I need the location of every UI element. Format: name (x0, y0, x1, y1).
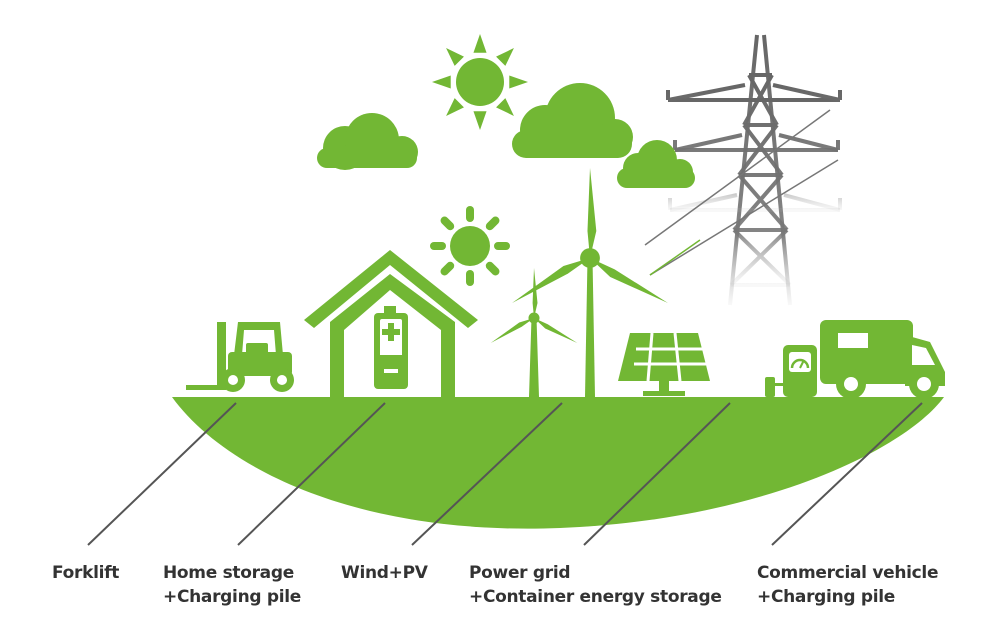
leader-line-vehicle (771, 402, 923, 546)
label-forklift: Forklift (52, 561, 119, 585)
label-home-line1: Home storage (163, 563, 294, 583)
label-wind-line1: Wind+PV (341, 563, 428, 583)
turbine-hub (580, 248, 600, 268)
turbine-blade (587, 168, 597, 258)
forklift-icon (186, 322, 294, 392)
label-grid-line2: +Container energy storage (469, 587, 722, 607)
pylon-icon (666, 34, 842, 306)
power-line (644, 109, 831, 246)
truck-icon (820, 320, 945, 399)
label-vehicle-line2: +Charging pile (757, 587, 896, 607)
label-wind-pv: Wind+PV (341, 561, 428, 585)
power-line (649, 239, 701, 276)
label-forklift-line1: Forklift (52, 563, 120, 583)
sun-icon (430, 206, 510, 286)
sun-ray (485, 261, 500, 276)
sun-ray (446, 48, 464, 66)
cloud-icon (317, 113, 418, 170)
sun-ray (432, 75, 451, 89)
turbine-tower (529, 318, 539, 397)
wind-turbine-icon (512, 168, 668, 397)
label-vehicle-line1: Commercial vehicle (757, 563, 939, 583)
sun-ray (446, 98, 464, 116)
turbine-hub (528, 312, 540, 324)
sun-ray (473, 34, 487, 53)
turbine-tower (585, 258, 595, 397)
sun-ray (473, 111, 487, 130)
sun-ray (496, 98, 514, 116)
battery-icon (374, 306, 408, 389)
wind-turbine-icon (490, 268, 578, 397)
sun-ray (440, 261, 455, 276)
house-icon (304, 250, 478, 397)
power-line (649, 159, 839, 276)
cloud-icon (512, 83, 633, 158)
turbine-blade (512, 258, 590, 303)
turbine-blade (532, 268, 538, 318)
label-grid-line1: Power grid (469, 563, 571, 583)
sun-icon (432, 34, 528, 130)
sun-ray (440, 216, 455, 231)
turbine-blade (490, 318, 534, 343)
label-home-storage: Home storage +Charging pile (163, 561, 301, 609)
leader-line-forklift (87, 402, 237, 546)
leader-line-home (237, 402, 386, 546)
leader-line-wind (411, 402, 563, 546)
sun-ray (496, 48, 514, 66)
ground-hill (172, 397, 944, 529)
sun-ray (485, 216, 500, 231)
turbine-blade (534, 318, 578, 343)
label-home-line2: +Charging pile (163, 587, 302, 607)
solar-panel-icon (618, 332, 710, 396)
label-commercial-vehicle: Commercial vehicle +Charging pile (757, 561, 939, 609)
leader-line-grid (583, 402, 731, 546)
cloud-icon (617, 140, 695, 188)
turbine-blade (590, 258, 668, 303)
charging-pile-icon (765, 345, 817, 397)
sun-ray (509, 75, 528, 89)
label-power-grid: Power grid +Container energy storage (469, 561, 722, 609)
